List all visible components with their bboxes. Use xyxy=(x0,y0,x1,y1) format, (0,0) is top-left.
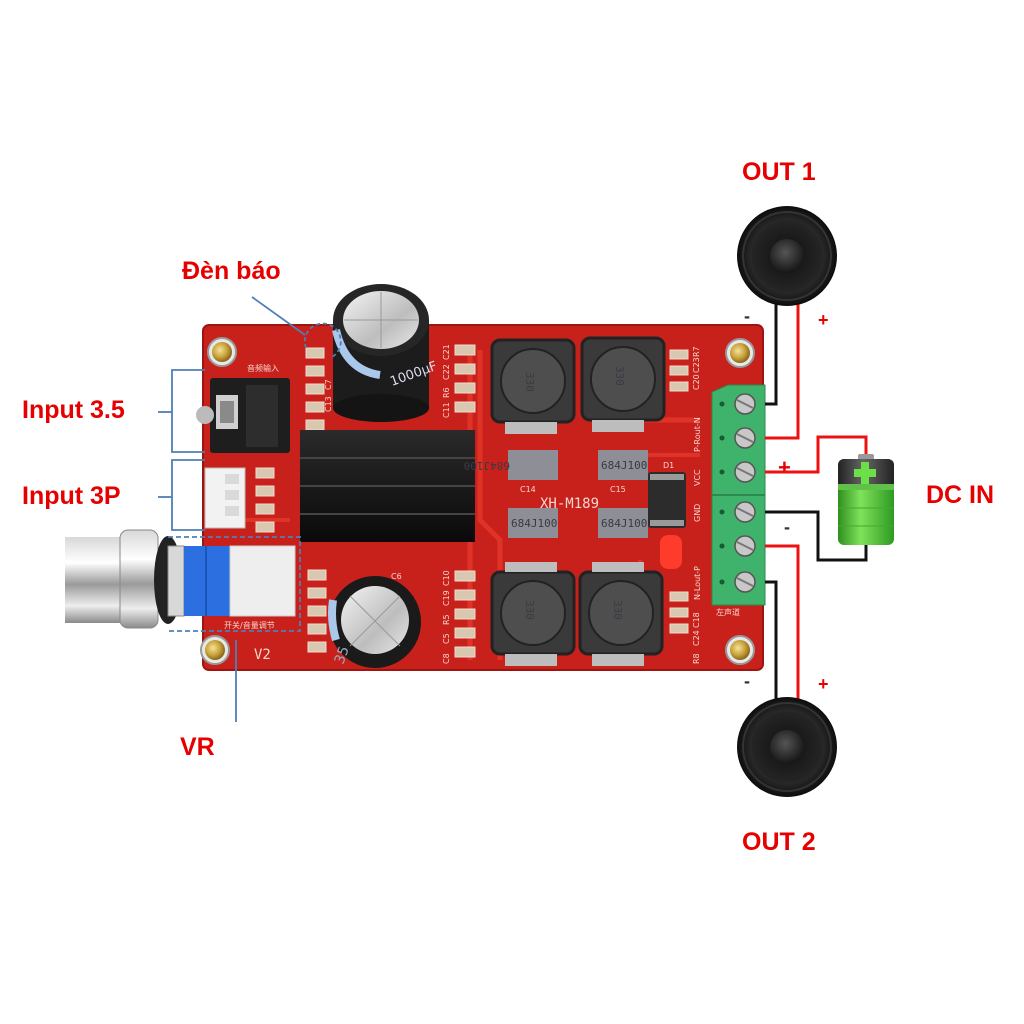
inductor-code: 330 xyxy=(613,366,626,386)
smd-ref-c21: C21 xyxy=(442,344,451,360)
inductor-code: 330 xyxy=(611,600,624,620)
smd-components-left xyxy=(255,347,327,653)
left-channel-silkscreen: 左声道 xyxy=(716,607,740,617)
film-capacitor-1: 684J100 xyxy=(464,450,558,480)
heatsink xyxy=(300,430,475,542)
wires-out1 xyxy=(765,300,800,440)
smd-ref-c8: C8 xyxy=(442,653,451,664)
switch-volume-silkscreen: 开关/音量调节 xyxy=(224,620,275,630)
out1-plus-sign: + xyxy=(818,310,829,330)
board-model: XH-M189 xyxy=(540,496,599,512)
terminal-label-gnd: GND xyxy=(693,504,702,522)
mounting-hole-bottom-left xyxy=(200,635,230,665)
cap-ref-c15: C15 xyxy=(610,485,626,494)
smd-components-center xyxy=(454,344,689,658)
electrolytic-bottom-ref: C6 xyxy=(391,572,402,581)
mounting-hole-top-left xyxy=(207,337,237,367)
input-35-label: Input 3.5 xyxy=(22,396,125,424)
audio-input-silkscreen: 音频输入 xyxy=(247,363,279,373)
terminal-label-rout: P-Rout-N xyxy=(693,417,702,452)
audio-jack-35 xyxy=(196,378,290,453)
film-capacitor-2: 684J100 xyxy=(598,450,648,480)
diode-d1 xyxy=(648,472,686,528)
inductor-bottom-left: 330 xyxy=(490,562,576,666)
terminal-label-vcc: VCC xyxy=(693,469,702,486)
vr-label: VR xyxy=(180,733,215,761)
electrolytic-capacitor-bottom: 35 xyxy=(328,576,421,668)
connector-3p xyxy=(204,467,246,529)
battery-icon xyxy=(838,454,894,545)
smd-ref-r8: R8 xyxy=(692,653,701,664)
mounting-hole-bottom-right xyxy=(725,635,755,665)
smd-ref-c24: C24 xyxy=(692,630,701,646)
mounting-hole-top-right xyxy=(725,338,755,368)
smd-ref-c18: C18 xyxy=(692,612,701,628)
inductor-bottom-right: 330 xyxy=(578,562,664,666)
smd-ref-c19: C19 xyxy=(442,590,451,606)
out1-label: OUT 1 xyxy=(742,158,816,186)
speaker-out2 xyxy=(737,697,837,797)
indicator-led-label: Đèn báo xyxy=(182,257,281,285)
inductor-code: 330 xyxy=(523,372,536,392)
smd-ref-r7: R7 xyxy=(692,346,701,357)
out1-minus-sign: - xyxy=(744,306,750,326)
electrolytic-capacitor-top: 1000μF xyxy=(332,284,439,422)
terminal-label-lout: N-Lout-P xyxy=(693,566,702,600)
volume-potentiometer xyxy=(65,529,296,629)
inductor-code: 330 xyxy=(523,600,536,620)
smd-ref-c10: C10 xyxy=(442,570,451,586)
cap-ref-c14: C14 xyxy=(520,485,536,494)
callout-lines xyxy=(158,296,342,722)
film-cap-code: 684J100 xyxy=(601,459,647,472)
wires-dc-in xyxy=(765,435,868,562)
wires-out2 xyxy=(765,544,800,700)
dc-minus-sign: - xyxy=(784,517,790,537)
screw-terminal-block xyxy=(711,384,766,606)
smd-ref-c20: C20 xyxy=(692,374,701,390)
film-capacitor-3: 684J100 xyxy=(508,508,558,538)
film-cap-code: 684J100 xyxy=(464,459,510,472)
board-v2-label: V2 xyxy=(254,647,271,663)
film-cap-code: 684J100 xyxy=(511,517,557,530)
smd-ref-r6: R6 xyxy=(442,387,451,398)
input-3p-label: Input 3P xyxy=(22,482,121,510)
diode-ref: D1 xyxy=(663,461,674,470)
dc-in-label: DC IN xyxy=(926,481,995,509)
speaker-out1 xyxy=(737,206,837,306)
film-cap-code: 684J100 xyxy=(601,517,647,530)
inductor-top-right: 330 xyxy=(580,336,666,432)
electrolytic-bottom-rating: 35 xyxy=(332,644,353,666)
inductor-top-left: 330 xyxy=(490,338,576,434)
smd-ref-c22: C22 xyxy=(442,364,451,380)
smd-ref-c5: C5 xyxy=(442,633,451,644)
film-capacitor-4: 684J100 xyxy=(598,508,648,538)
smd-ref-c23: C23 xyxy=(692,357,701,373)
dc-plus-sign: + xyxy=(778,455,791,480)
smd-ref-c11: C11 xyxy=(442,402,451,418)
out2-label: OUT 2 xyxy=(742,828,816,856)
smd-ref-r5: R5 xyxy=(442,614,451,625)
out2-plus-sign: + xyxy=(818,674,829,694)
smd-ref-c13: C13 xyxy=(324,396,333,412)
out2-minus-sign: - xyxy=(744,671,750,691)
smd-ref-c7: C7 xyxy=(324,379,333,390)
indicator-led-smd xyxy=(660,535,682,569)
